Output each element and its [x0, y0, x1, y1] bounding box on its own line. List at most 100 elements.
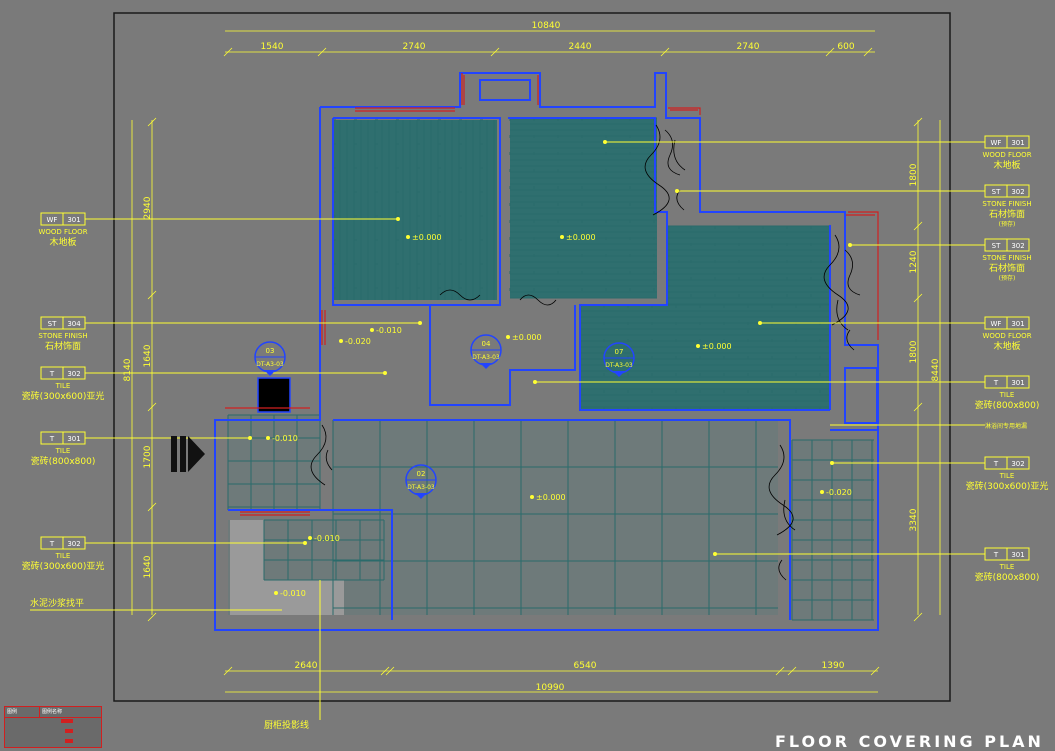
tag-code: T	[49, 435, 55, 443]
shower-drain-label: 淋浴间专用地漏	[985, 422, 1027, 430]
tag-number: 301	[67, 435, 80, 443]
tag-chinese: 瓷砖(800x800)	[975, 571, 1040, 583]
dim-bottom: 1390	[822, 661, 845, 671]
dim-bottom: 6540	[574, 661, 597, 671]
svg-text:-0.020: -0.020	[826, 488, 852, 497]
legend-table: 图例 图例名称	[4, 706, 102, 748]
tag-chinese: 木地板	[993, 159, 1020, 171]
tag-number: 304	[67, 320, 81, 328]
svg-text:±0.000: ±0.000	[412, 233, 442, 242]
tag-english: STONE FINISH	[982, 200, 1031, 208]
svg-text:03: 03	[266, 347, 275, 355]
dim-left: 1640	[143, 555, 153, 578]
tag-number: 302	[67, 540, 80, 548]
dim-left: 1640	[143, 344, 153, 367]
tag-chinese: 瓷砖(300x600)亚光	[22, 390, 105, 402]
dim-top: 2740	[737, 42, 760, 52]
tag-english: WOOD FLOOR	[982, 151, 1031, 159]
svg-text:±0.000: ±0.000	[512, 333, 542, 342]
svg-text:-0.010: -0.010	[376, 326, 402, 335]
tag-chinese: 石材饰面	[45, 340, 81, 352]
svg-text:02: 02	[417, 470, 426, 478]
tag-english: WOOD FLOOR	[982, 332, 1031, 340]
tag-code: T	[49, 540, 55, 548]
tag-number: 302	[1011, 460, 1024, 468]
dim-top: 2740	[403, 42, 426, 52]
dim-top: 2440	[569, 42, 592, 52]
tag-number: 302	[1011, 242, 1024, 250]
tag-chinese: 木地板	[49, 236, 76, 248]
svg-text:DT-A3-03: DT-A3-03	[472, 354, 500, 361]
tag-code: WF	[991, 320, 1002, 328]
dim-bottom: 2640	[295, 661, 318, 671]
tag-code: T	[993, 379, 999, 387]
tag-number: 302	[1011, 188, 1024, 196]
dim-top: 1540	[261, 42, 284, 52]
legend-col-1: 图例	[5, 707, 40, 717]
svg-text:-0.010: -0.010	[280, 589, 306, 598]
tag-chinese: 瓷砖(300x600)亚光	[22, 560, 105, 572]
tag-number: 301	[1011, 551, 1024, 559]
tag-code: T	[49, 370, 55, 378]
dim-left: 1700	[143, 445, 153, 468]
legend-swatch	[61, 719, 73, 723]
tag-chinese: 瓷砖(300x600)亚光	[966, 480, 1049, 492]
tag-english: TILE	[999, 472, 1015, 480]
cabinet-projection-label: 厨柜投影线	[264, 719, 309, 731]
dim-right: 3340	[909, 508, 919, 531]
svg-text:-0.010: -0.010	[272, 434, 298, 443]
svg-text:DT-A3-03: DT-A3-03	[605, 362, 633, 369]
svg-text:-0.010: -0.010	[314, 534, 340, 543]
legend-swatch	[65, 729, 73, 733]
tag-code: T	[993, 551, 999, 559]
dim-bottom-total: 10990	[536, 683, 565, 693]
dimension-lines	[131, 30, 941, 693]
tag-chinese: 瓷砖(800x800)	[975, 399, 1040, 411]
tag-number: 301	[1011, 379, 1024, 387]
tag-code: WF	[991, 139, 1002, 147]
level-marker: -0.010	[370, 326, 402, 335]
svg-text:±0.000: ±0.000	[566, 233, 596, 242]
dim-right: 1800	[909, 340, 919, 363]
legend-swatch	[65, 739, 73, 743]
level-marker: -0.010	[274, 589, 306, 598]
dim-right-total: 8440	[931, 358, 941, 381]
level-marker: -0.010	[308, 534, 340, 543]
dim-top-total: 10840	[532, 21, 561, 31]
tag-number: 301	[67, 216, 80, 224]
dim-right: 1800	[909, 163, 919, 186]
walls	[214, 72, 879, 631]
level-marker: -0.020	[339, 337, 371, 346]
svg-text:04: 04	[482, 340, 491, 348]
tag-number: 301	[1011, 320, 1024, 328]
level-marker: ±0.000	[560, 233, 596, 242]
tag-code: WF	[47, 216, 58, 224]
tag-chinese: 石材饰面	[989, 262, 1025, 274]
tag-english: STONE FINISH	[38, 332, 87, 340]
windows	[225, 73, 879, 516]
tag-number: 302	[67, 370, 80, 378]
dim-right: 1240	[909, 250, 919, 273]
tag-english: TILE	[999, 563, 1015, 571]
svg-text:07: 07	[615, 348, 624, 356]
tag-english: TILE	[55, 552, 71, 560]
level-marker: ±0.000	[506, 333, 542, 342]
wood-floor-hatch	[332, 117, 830, 410]
tag-code: ST	[48, 320, 57, 328]
tag-english: TILE	[55, 382, 71, 390]
tag-number: 301	[1011, 139, 1024, 147]
legend-col-2: 图例名称	[42, 709, 63, 715]
